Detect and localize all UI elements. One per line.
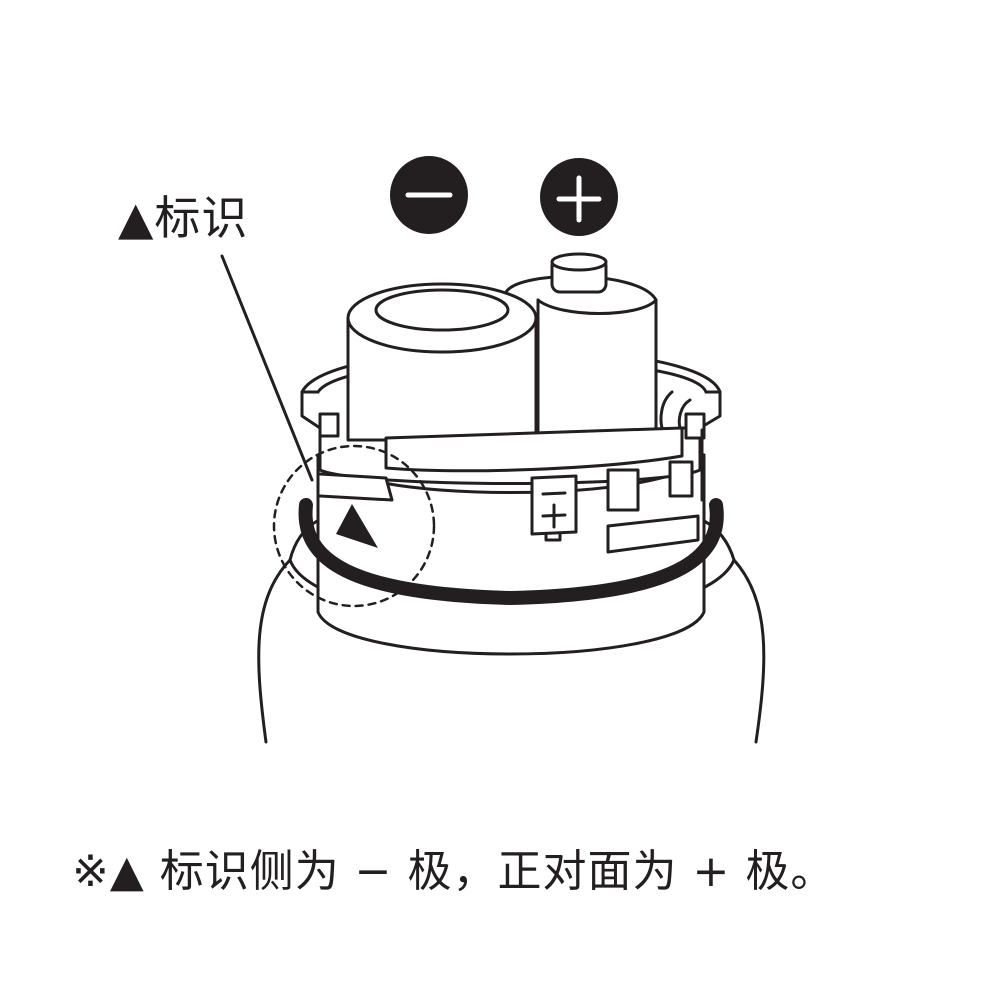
collar-front-band bbox=[318, 390, 706, 473]
triangle-mark-icon bbox=[336, 504, 378, 548]
sealing-ring bbox=[298, 498, 724, 605]
callout-label: ▲标识 bbox=[118, 191, 249, 245]
callout-leader-line bbox=[220, 254, 314, 482]
battery-right bbox=[504, 252, 658, 442]
minus-circle-icon bbox=[390, 156, 468, 234]
polarity-mark-panel bbox=[530, 474, 578, 542]
polarity-mark-minus bbox=[541, 491, 567, 496]
holder-slots bbox=[606, 428, 704, 554]
device-body bbox=[257, 558, 766, 744]
polarity-note: ※▲ 标识侧为 − 极，正对面为 + 极。 bbox=[72, 846, 836, 897]
highlight-circle bbox=[272, 444, 436, 608]
holder-notch bbox=[318, 472, 394, 502]
battery-left bbox=[346, 282, 538, 442]
plus-circle-icon bbox=[540, 158, 618, 236]
